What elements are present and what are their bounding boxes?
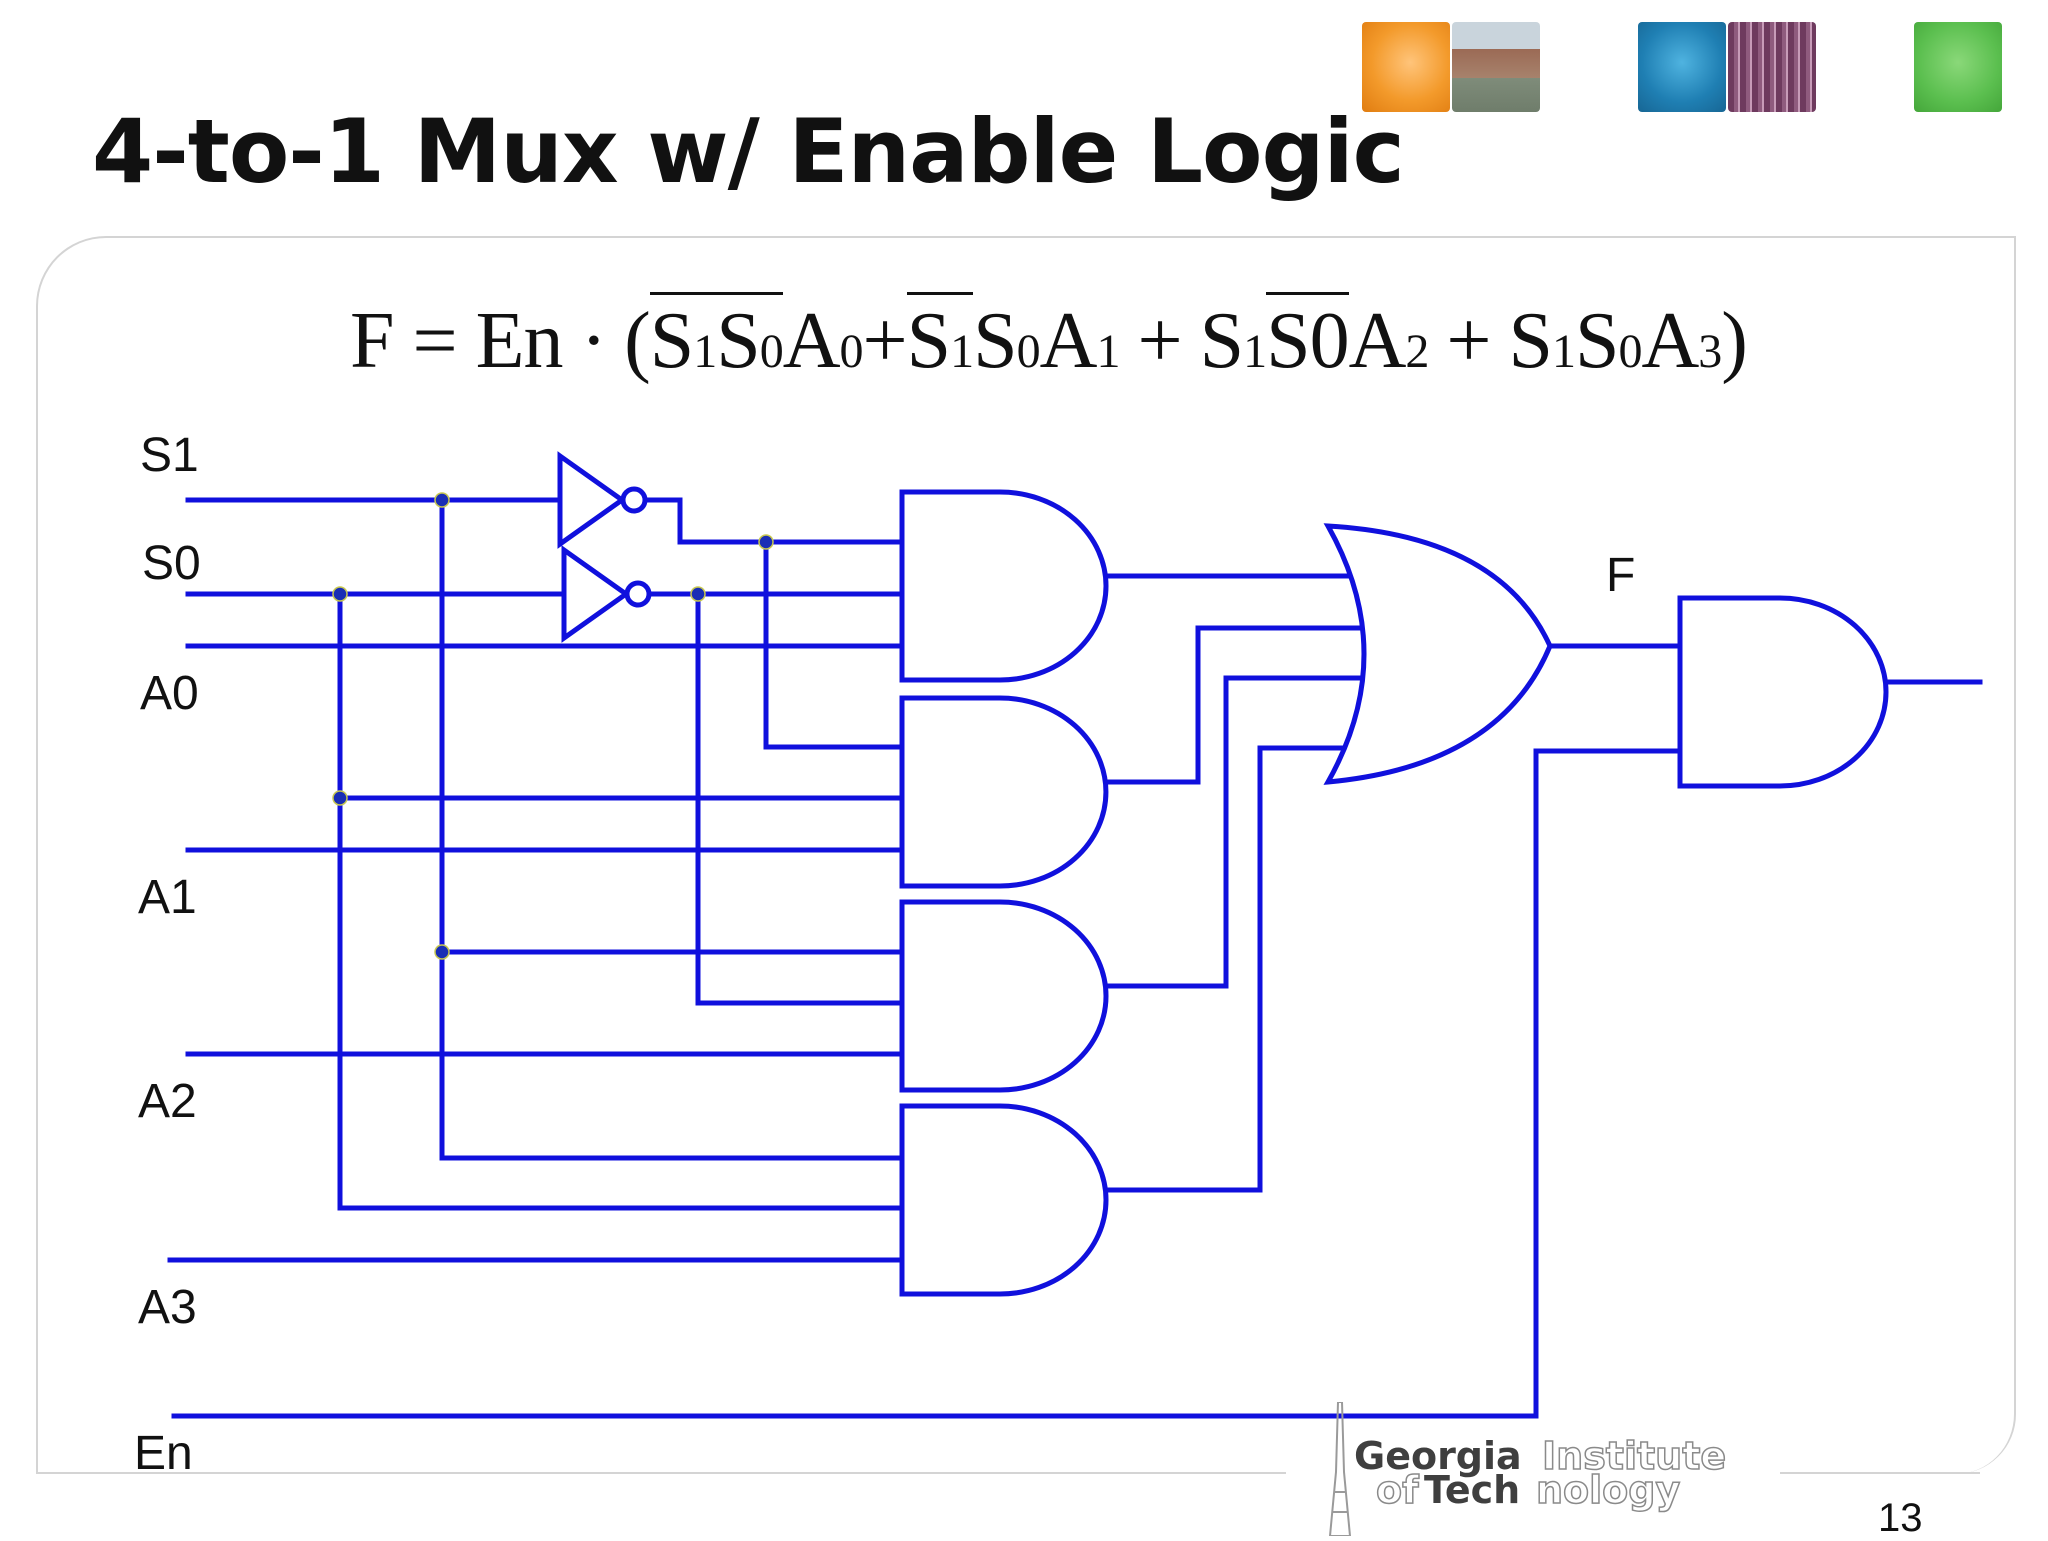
gates (557, 451, 1889, 1297)
wire-and4-to-or (1103, 745, 1367, 1193)
page-number: 13 (1878, 1496, 1923, 1540)
junctions (332, 492, 774, 960)
formula-term-1: S1S0A0 (649, 292, 864, 385)
and-gate-enable (1677, 595, 1889, 789)
junction-s0-bar (690, 586, 706, 602)
formula-plus: + (1137, 297, 1182, 385)
junction-s0-rail (332, 586, 348, 602)
wire-en (171, 748, 1683, 1419)
content-frame (36, 236, 2016, 1474)
orange-tile (1362, 22, 1450, 112)
formula-term-3: S1S0A2 (1200, 292, 1429, 385)
inverter-s0 (561, 545, 631, 643)
logo-institute: Institute (1541, 1433, 1727, 1479)
and-gate-4 (899, 1103, 1109, 1297)
input-label-s0: S0 (142, 537, 201, 590)
logo-nology: nology (1535, 1467, 1681, 1513)
logo-of: of (1375, 1467, 1419, 1513)
boolean-formula: F = En·(S1S0A0+S1S0A1+S1S0A2+S1S0A3) (350, 292, 1748, 387)
formula-dot: · (580, 297, 607, 385)
logo-georgia: Georgia (1354, 1434, 1522, 1478)
wire-s1-bar-rail (763, 539, 905, 750)
formula-plus: + (1446, 297, 1491, 385)
input-label-en: En (134, 1427, 193, 1480)
input-label-s1: S1 (140, 429, 199, 482)
wire-s1-bar (643, 497, 905, 545)
green-tile (1914, 22, 2002, 112)
formula-plus: + (862, 297, 908, 385)
inverter-s1-bubble (620, 486, 648, 514)
junction-s1-and3 (434, 944, 450, 960)
formula-term-2: S1S0A1 (906, 292, 1120, 385)
formula-lhs: F = En (350, 297, 563, 385)
formula-open-paren: ( (624, 297, 651, 385)
campus-photo-tile (1452, 22, 1540, 112)
georgia-tech-logo: Georgia Institute of Tech nology (1320, 1402, 1760, 1536)
and-gate-2 (899, 695, 1109, 889)
input-label-a3: A3 (138, 1281, 197, 1334)
header-decoration (0, 22, 2048, 118)
wire-s1-true-rail (439, 497, 905, 1161)
wire-s0-bar-rail (695, 591, 905, 1006)
chip-photo-tile (1728, 22, 1816, 112)
wires (167, 497, 1983, 1419)
logo-tech: Tech (1424, 1468, 1521, 1512)
junction-s1-rail (434, 492, 450, 508)
and-gate-1 (899, 489, 1109, 683)
junction-s0-and2 (332, 790, 348, 806)
blue-tile (1638, 22, 1726, 112)
input-label-a1: A1 (138, 871, 197, 924)
frame-bottom-right (1780, 1472, 1980, 1474)
wire-s0-true-rail (337, 591, 905, 1211)
formula-term-4: S1S0A3 (1508, 297, 1722, 385)
frame-bottom-left (36, 1472, 1286, 1474)
wire-and2-to-or (1103, 625, 1373, 785)
wire-and3-to-or (1103, 675, 1377, 989)
inverter-s1 (557, 451, 627, 549)
input-label-a0: A0 (140, 667, 199, 720)
output-label-f: F (1606, 549, 1636, 602)
junction-s1-bar (758, 534, 774, 550)
slide-title: 4-to-1 Mux w/ Enable Logic (92, 100, 1405, 203)
and-gate-3 (899, 899, 1109, 1093)
inverter-s0-bubble (624, 580, 652, 608)
formula-close-paren: ) (1721, 297, 1748, 385)
or-gate (1323, 523, 1553, 785)
tower-icon (1328, 1402, 1352, 1536)
input-label-a2: A2 (138, 1075, 197, 1128)
